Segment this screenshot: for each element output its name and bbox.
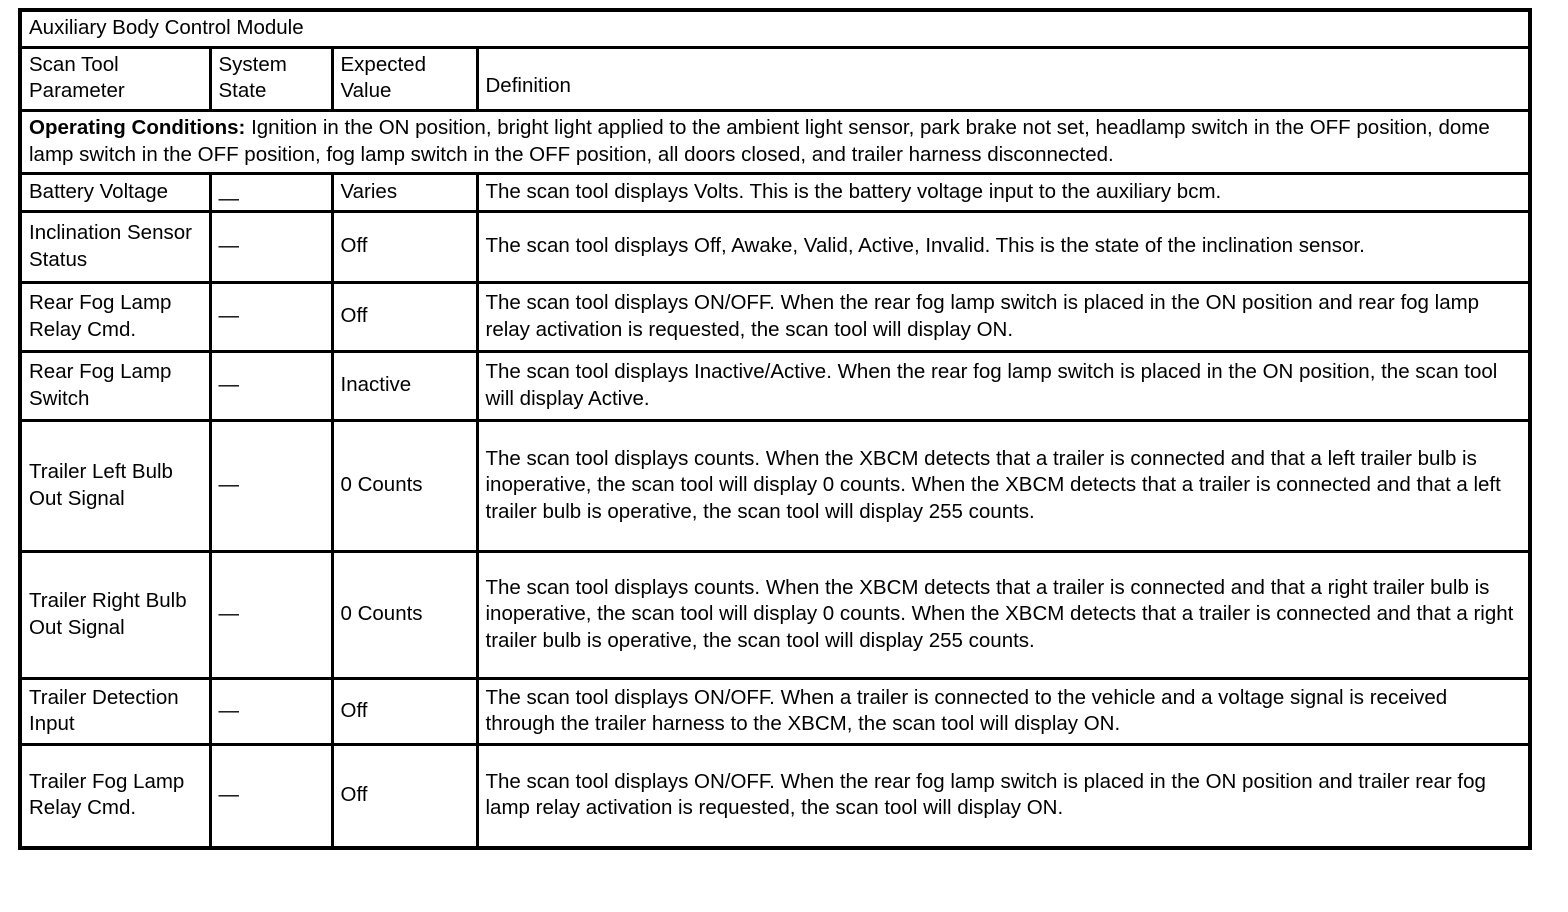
cell-scan-tool-parameter: Inclination Sensor Status <box>18 210 212 285</box>
operating-conditions-label: Operating Conditions: <box>29 115 246 139</box>
cell-scan-tool-parameter: Trailer Fog Lamp Relay Cmd. <box>18 743 212 850</box>
cell-system-state: — <box>208 677 334 747</box>
column-header-line-2: Parameter <box>29 79 125 103</box>
operating-conditions-row: Operating Conditions: Ignition in the ON… <box>18 108 1532 176</box>
cell-scan-tool-parameter: Rear Fog Lamp Relay Cmd. <box>18 281 212 354</box>
cell-definition: The scan tool displays Off, Awake, Valid… <box>475 210 1532 285</box>
cell-expected-value: Inactive <box>330 350 479 423</box>
operating-conditions-cell: Operating Conditions: Ignition in the ON… <box>18 108 1532 176</box>
column-header-line-1: System <box>218 52 287 76</box>
cell-expected-value: 0 Counts <box>330 419 479 554</box>
cell-definition: The scan tool displays counts. When the … <box>475 550 1532 681</box>
em-dash-icon: — <box>218 602 240 626</box>
em-dash-icon: — <box>218 373 240 397</box>
table-header-row: Scan Tool Parameter System State Expecte… <box>18 45 1532 112</box>
column-header-scan-tool-parameter: Scan Tool Parameter <box>18 45 212 112</box>
em-dash-icon: — <box>218 304 240 328</box>
column-header-line-1: Scan Tool <box>29 52 119 76</box>
cell-definition: The scan tool displays counts. When the … <box>475 419 1532 554</box>
cell-definition: The scan tool displays ON/OFF. When the … <box>475 743 1532 850</box>
cell-system-state: — <box>208 172 334 214</box>
cell-expected-value: 0 Counts <box>330 550 479 681</box>
scan-tool-parameter-table: Auxiliary Body Control Module Scan Tool … <box>18 8 1533 850</box>
column-header-line-2: State <box>218 79 267 103</box>
cell-definition: The scan tool displays Inactive/Active. … <box>475 350 1532 423</box>
cell-scan-tool-parameter: Trailer Detection Input <box>18 677 212 747</box>
column-header-line-2: Value <box>340 79 392 103</box>
cell-expected-value: Varies <box>330 172 479 214</box>
em-dash-icon: — <box>218 698 240 722</box>
table-title-row: Auxiliary Body Control Module <box>18 8 1532 49</box>
cell-scan-tool-parameter: Trailer Right Bulb Out Signal <box>18 550 212 681</box>
cell-expected-value: Off <box>330 281 479 354</box>
em-dash-icon: — <box>218 783 240 807</box>
column-header-expected-value: Expected Value <box>330 45 479 112</box>
cell-scan-tool-parameter: Rear Fog Lamp Switch <box>18 350 212 423</box>
em-dash-icon: — <box>218 473 240 497</box>
cell-system-state: — <box>208 743 334 850</box>
cell-expected-value: Off <box>330 677 479 747</box>
column-header-system-state: System State <box>208 45 334 112</box>
cell-expected-value: Off <box>330 210 479 285</box>
page-title: Auxiliary Body Control Module <box>18 8 1532 49</box>
cell-expected-value: Off <box>330 743 479 850</box>
operating-conditions-text: Ignition in the ON position, bright ligh… <box>29 115 1490 166</box>
column-header-definition: Definition <box>475 45 1532 112</box>
em-dash-icon: — <box>218 234 240 258</box>
cell-system-state: — <box>208 210 334 285</box>
cell-system-state: — <box>208 281 334 354</box>
cell-scan-tool-parameter: Trailer Left Bulb Out Signal <box>18 419 212 554</box>
cell-system-state: — <box>208 419 334 554</box>
cell-definition: The scan tool displays ON/OFF. When the … <box>475 281 1532 354</box>
cell-system-state: — <box>208 550 334 681</box>
em-dash-icon: — <box>218 186 240 210</box>
column-header-line-1: Expected <box>340 52 426 76</box>
cell-definition: The scan tool displays ON/OFF. When a tr… <box>475 677 1532 747</box>
cell-system-state: — <box>208 350 334 423</box>
cell-definition: The scan tool displays Volts. This is th… <box>475 172 1532 214</box>
cell-scan-tool-parameter: Battery Voltage <box>18 172 212 214</box>
